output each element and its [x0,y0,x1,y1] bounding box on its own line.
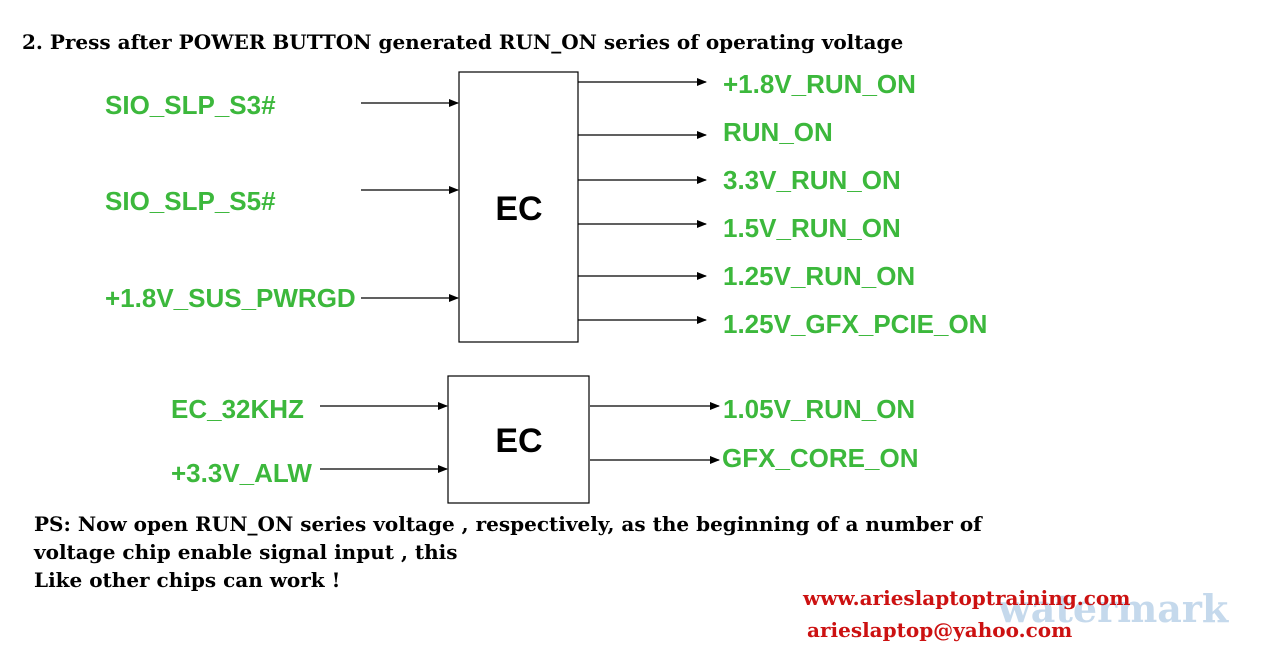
note-line: PS: Now open RUN_ON series voltage , res… [34,512,982,536]
page-title: 2. Press after POWER BUTTON generated RU… [22,30,904,54]
website-text: www.arieslaptoptraining.com [803,586,1131,610]
signal-sio-slp-s3: SIO_SLP_S3# [105,90,276,120]
signal-1v8-run-on: +1.8V_RUN_ON [723,69,916,99]
email-text: arieslaptop@yahoo.com [807,618,1073,642]
ec-top-label: EC [495,190,542,228]
ec-bottom-box [447,375,590,504]
ec-top-box [458,71,579,343]
signal-1v5-run-on: 1.5V_RUN_ON [723,213,901,243]
signal-ec-32khz: EC_32KHZ [171,394,304,424]
signal-1v25-gfx-pcie-on: 1.25V_GFX_PCIE_ON [723,309,987,339]
signal-1v05-run-on: 1.05V_RUN_ON [723,394,915,424]
signal-3v3-alw: +3.3V_ALW [171,458,312,488]
signal-run-on: RUN_ON [723,117,833,147]
signal-gfx-core-on: GFX_CORE_ON [722,443,919,473]
signal-1v25-run-on: 1.25V_RUN_ON [723,261,915,291]
signal-3v3-run-on: 3.3V_RUN_ON [723,165,901,195]
signal-sio-slp-s5: SIO_SLP_S5# [105,186,276,216]
note-line: Like other chips can work ! [34,568,341,592]
note-line: voltage chip enable signal input , this [34,540,458,564]
signal-sus-pwrgd: +1.8V_SUS_PWRGD [105,283,356,313]
ps-note: PS: Now open RUN_ON series voltage , res… [34,510,982,594]
ec-bottom-label: EC [495,422,542,460]
